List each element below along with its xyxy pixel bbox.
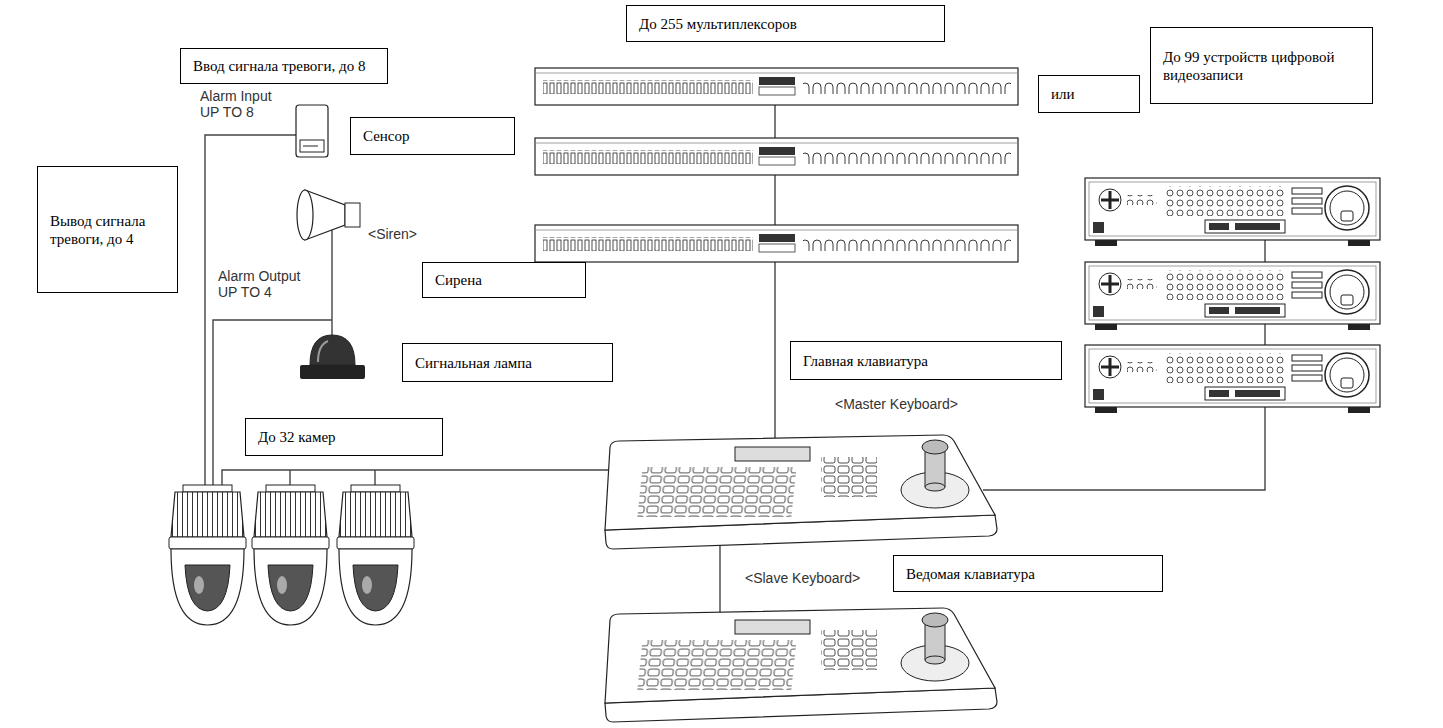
callout-text: Главная клавиатура	[803, 352, 1049, 370]
dome-camera	[169, 485, 246, 625]
callout-box: До 255 мультиплексоров	[626, 5, 945, 42]
slave-keyboard	[605, 608, 997, 722]
equipment-label: <Siren>	[368, 226, 417, 242]
callout-box: До 99 устройств цифровой видеозаписи	[1150, 27, 1373, 104]
dvr-unit	[1085, 178, 1380, 246]
callout-box: Главная клавиатура	[790, 341, 1062, 380]
dvr-unit	[1085, 262, 1380, 330]
callout-text: До 32 камер	[258, 428, 430, 446]
equipment-label: Alarm Input UP TO 8	[200, 88, 288, 120]
master-keyboard	[605, 435, 997, 549]
multiplexer	[535, 68, 1018, 105]
callout-box: Ведомая клавиатура	[893, 555, 1163, 592]
callout-box: Сенсор	[350, 117, 515, 155]
callout-box: или	[1038, 75, 1140, 113]
dome-camera	[252, 485, 329, 625]
callout-text: До 255 мультиплексоров	[639, 15, 932, 33]
dvr-unit	[1085, 345, 1380, 413]
callout-text: Сигнальная лампа	[415, 354, 600, 372]
equipment-label: <Slave Keyboard>	[745, 570, 860, 586]
callout-box: Сигнальная лампа	[402, 343, 613, 382]
lamp-icon	[300, 335, 365, 379]
multiplexer	[535, 225, 1018, 262]
callout-box: До 32 камер	[245, 418, 443, 456]
callout-text: До 99 устройств цифровой видеозаписи	[1163, 48, 1360, 84]
callout-text: Ввод сигнала тревоги, до 8	[193, 57, 375, 75]
multiplexer	[535, 138, 1018, 175]
callout-box: Ввод сигнала тревоги, до 8	[180, 48, 388, 84]
callout-text: Ведомая клавиатура	[906, 565, 1150, 583]
siren-icon	[297, 190, 360, 240]
callout-box: Вывод сигнала тревоги, до 4	[37, 166, 178, 293]
sensor-icon	[296, 105, 328, 157]
callout-text: или	[1051, 85, 1127, 103]
callout-text: Сирена	[435, 271, 573, 289]
callout-box: Сирена	[422, 262, 586, 298]
equipment-label: <Master Keyboard>	[835, 396, 958, 412]
dome-camera	[337, 485, 414, 625]
callout-text: Вывод сигнала тревоги, до 4	[50, 212, 165, 248]
callout-text: Сенсор	[363, 127, 502, 145]
equipment-label: Alarm Output UP TO 4	[218, 268, 316, 300]
